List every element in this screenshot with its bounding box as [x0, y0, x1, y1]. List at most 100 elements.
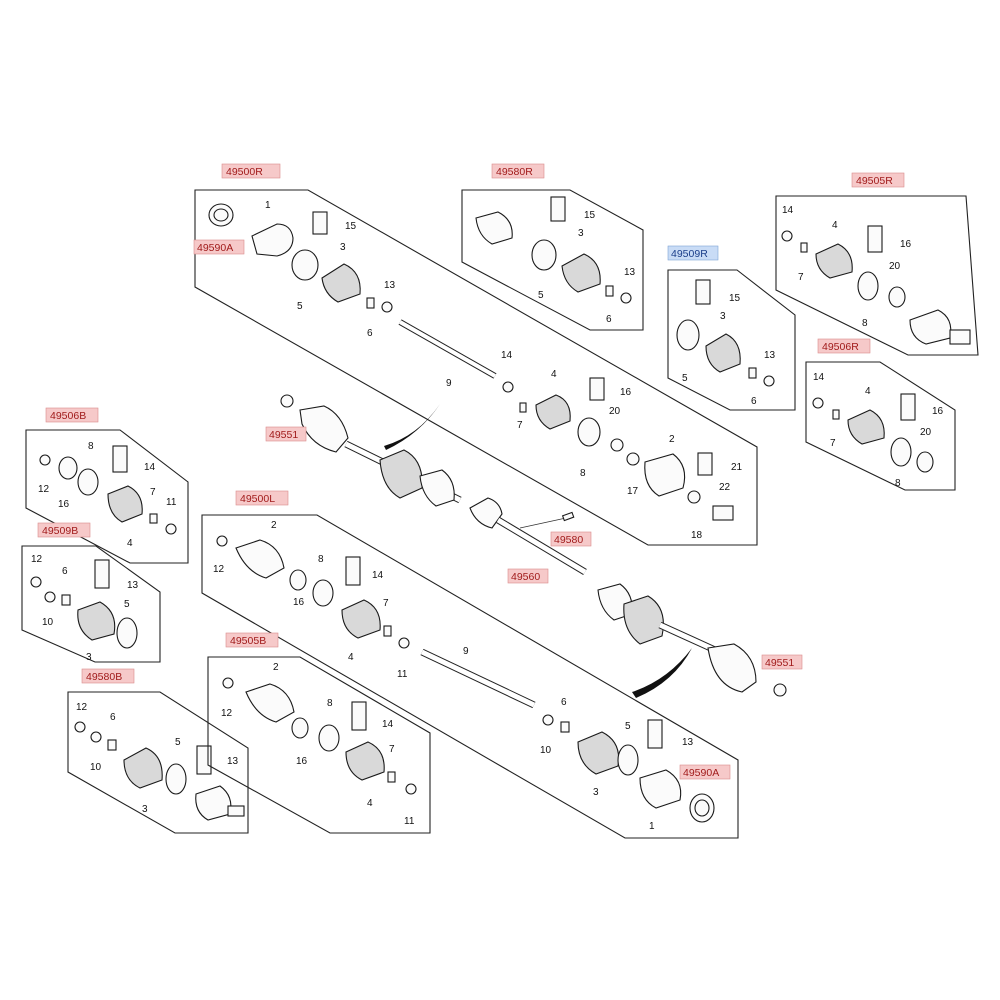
part-number: 6	[110, 712, 116, 723]
group-49500L[interactable]: 49500L 2 12 8 14 16 7 4 11 9 6 5 13 10 3	[201, 490, 739, 839]
group-code-label[interactable]: 49505B	[230, 635, 266, 647]
part-code-label[interactable]: 49551	[269, 429, 298, 441]
boot-part	[379, 449, 423, 499]
part-number: 14	[501, 350, 513, 361]
group-code-label[interactable]: 49500L	[240, 493, 275, 505]
small-clamp-part	[222, 677, 234, 689]
group-frame	[805, 361, 956, 491]
part-number: 8	[895, 478, 901, 489]
part-number: 14	[382, 719, 394, 730]
part-code-label[interactable]: 49580	[554, 534, 583, 546]
group-code-label[interactable]: 49580B	[86, 671, 122, 683]
group-49506B[interactable]: 49506B 8 14 12 16 7 11 4	[25, 407, 189, 564]
part-number: 13	[227, 756, 239, 767]
part-number: 15	[345, 221, 357, 232]
group-49509B[interactable]: 49509B 12 6 13 5 10 3	[21, 522, 161, 663]
small-clamp-part	[763, 375, 775, 387]
group-49500R[interactable]: 49500R 1 15 49590A 3 5 13 6 9 14	[193, 163, 758, 546]
group-code-label[interactable]: 49505R	[856, 175, 893, 187]
group-code-label[interactable]: 49500R	[226, 166, 263, 178]
part-number: 7	[798, 272, 804, 283]
clamp-ring-part	[531, 239, 557, 271]
part-number: 8	[327, 698, 333, 709]
part-number: 20	[920, 427, 932, 438]
part-number: 6	[367, 328, 373, 339]
boot-part	[561, 253, 601, 293]
part-code-label[interactable]: 49590A	[197, 242, 233, 254]
part-number: 8	[318, 554, 324, 565]
small-clamp-part	[687, 490, 701, 504]
boot-part	[577, 731, 620, 775]
part-code-label[interactable]: 49551	[765, 657, 794, 669]
clamp-ring-part	[890, 437, 912, 467]
group-frame	[461, 189, 644, 331]
group-code-label[interactable]: 49506B	[50, 410, 86, 422]
boot-part	[345, 741, 385, 781]
part-number: 16	[620, 387, 632, 398]
clamp-ring-part	[289, 569, 307, 591]
part-number: 10	[42, 617, 54, 628]
part-number: 3	[86, 652, 92, 663]
pointer-blade	[384, 404, 440, 450]
part-number: 17	[627, 486, 639, 497]
small-clip-part	[519, 402, 527, 413]
part-number: 8	[862, 318, 868, 329]
part-number: 14	[372, 570, 384, 581]
tripod-housing-part	[909, 309, 952, 345]
code-badge	[817, 338, 871, 354]
group-49509R[interactable]: 49509R 15 3 13 5 6	[667, 245, 796, 411]
group-frame	[207, 656, 431, 834]
nut-part	[280, 394, 294, 408]
part-number: 15	[729, 293, 741, 304]
small-clamp-part	[781, 230, 793, 242]
part-number: 7	[389, 744, 395, 755]
grease-tube-part	[112, 445, 128, 473]
code-badge	[225, 632, 279, 648]
part-number: 9	[446, 378, 452, 389]
small-clip-part	[387, 771, 396, 783]
group-49505B[interactable]: 49505B 2 12 8 14 16 7 4 11	[207, 632, 431, 834]
part-number: 5	[538, 290, 544, 301]
group-frame	[67, 691, 249, 834]
group-49505R[interactable]: 49505R 14 4 16 7 20 8	[775, 172, 979, 356]
clamp-ring-part	[676, 319, 700, 351]
small-clip-part	[560, 721, 570, 733]
group-code-label[interactable]: 49506R	[822, 341, 859, 353]
small-clip-part	[366, 297, 375, 309]
grease-tube-part	[695, 279, 711, 305]
boot-part	[341, 599, 381, 639]
group-49580B[interactable]: 49580B 12 6 5 13 10 3	[67, 668, 249, 834]
part-number: 12	[76, 702, 88, 713]
small-clamp-part	[30, 576, 42, 588]
part-code-label[interactable]: 49560	[511, 571, 540, 583]
part-number: 5	[682, 373, 688, 384]
grease-tube-part	[345, 556, 361, 586]
small-clamp-part	[39, 454, 51, 466]
part-number: 6	[62, 566, 68, 577]
small-clip-part	[800, 242, 808, 253]
part-number: 11	[166, 497, 177, 508]
part-number: 12	[31, 554, 43, 565]
boot-part	[623, 595, 664, 645]
group-frame	[775, 195, 979, 356]
pointer-blade	[632, 648, 692, 698]
code-badge-selected	[667, 245, 719, 261]
driveshaft-assembly: 49551 49580 49560 49551	[265, 394, 803, 698]
nut-part	[773, 683, 787, 697]
group-code-label[interactable]: 49580R	[496, 166, 533, 178]
part-number: 6	[606, 314, 612, 325]
clamp-ring-part	[888, 286, 906, 308]
boot-part	[705, 333, 741, 373]
code-badge	[81, 668, 135, 684]
clamp-ring-part	[116, 617, 138, 649]
part-number: 20	[609, 406, 621, 417]
group-49506R[interactable]: 49506R 14 4 16 7 20 8	[805, 338, 956, 491]
part-code-label[interactable]: 49590A	[683, 767, 719, 779]
part-number: 7	[150, 487, 156, 498]
group-code-label[interactable]: 49509B	[42, 525, 78, 537]
group-49580R[interactable]: 49580R 15 3 13 5 6	[461, 163, 644, 331]
small-clip-part	[149, 513, 158, 524]
group-code-label[interactable]: 49509R	[671, 248, 708, 260]
seal-ring-inner	[213, 208, 229, 222]
